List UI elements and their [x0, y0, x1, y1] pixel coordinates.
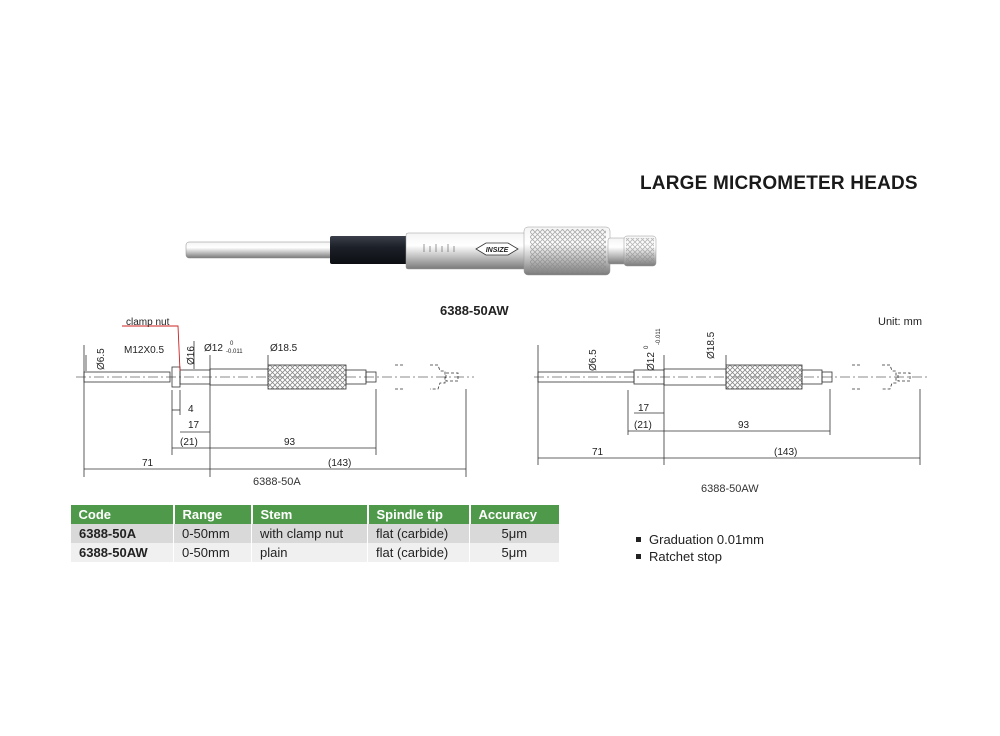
- drawing-a-thread-label: M12X0.5: [124, 345, 164, 356]
- header-accuracy: Accuracy: [468, 505, 559, 524]
- drawing-a-stem-diameter: Ø16: [186, 346, 197, 365]
- drawing-aw-dim-93: 93: [738, 420, 750, 431]
- bullet-icon: [636, 554, 641, 559]
- drawing-a-tol-upper: 0: [230, 341, 234, 347]
- cell-range: 0-50mm: [173, 543, 252, 562]
- drawing-a-dim-71: 71: [142, 458, 154, 469]
- feature-text: Ratchet stop: [649, 549, 722, 564]
- table-row: 6388-50A 0-50mm with clamp nut flat (car…: [70, 524, 559, 543]
- product-model: 6388-50AW: [440, 303, 509, 318]
- unit-label: Unit: mm: [878, 316, 922, 328]
- drawing-6388-50aw: Ø6.5 Ø12 0 -0.011 Ø18.5 17 (21) 93 71 (1…: [534, 328, 930, 465]
- photo-stem: [330, 236, 408, 264]
- drawing-a-sleeve-diameter: Ø12: [204, 343, 223, 354]
- cell-spindle-tip: flat (carbide): [367, 524, 470, 543]
- drawing-aw-tol-upper: 0: [644, 345, 650, 349]
- drawing-aw-sleeve-diameter: Ø12: [646, 352, 657, 371]
- cell-stem: plain: [251, 543, 368, 562]
- drawing-a-dim-4: 4: [188, 404, 194, 415]
- cell-accuracy: 5μm: [469, 543, 559, 562]
- header-stem: Stem: [250, 505, 368, 524]
- header-code: Code: [70, 505, 174, 524]
- micrometer-photo: INSIZE: [185, 226, 657, 276]
- list-item: Ratchet stop: [636, 548, 764, 565]
- drawing-a-thimble-diameter: Ø18.5: [270, 343, 298, 354]
- page-title: LARGE MICROMETER HEADS: [640, 173, 918, 194]
- drawing-6388-50a: clamp nut M12X0.5 Ø6.5 Ø16 Ø12 0 -0.011 …: [76, 317, 474, 477]
- feature-list: Graduation 0.01mm Ratchet stop: [636, 531, 764, 565]
- drawing-a-clamp-nut-label: clamp nut: [126, 317, 170, 328]
- drawing-a-thimble: [267, 364, 347, 390]
- brand-logo: INSIZE: [475, 242, 519, 256]
- drawing-a-tol-lower: -0.011: [226, 349, 243, 355]
- drawing-aw-thimble-diameter: Ø18.5: [706, 331, 717, 359]
- drawing-aw-caption: 6388-50AW: [701, 483, 759, 495]
- list-item: Graduation 0.01mm: [636, 531, 764, 548]
- cell-stem: with clamp nut: [251, 524, 368, 543]
- drawing-aw-dim-17: 17: [638, 403, 650, 414]
- cell-code: 6388-50A: [70, 524, 174, 543]
- brand-text: INSIZE: [486, 247, 509, 254]
- drawing-a-dim-17: 17: [188, 420, 200, 431]
- cell-range: 0-50mm: [173, 524, 252, 543]
- spec-table-header: Code Range Stem Spindle tip Accuracy: [70, 505, 559, 524]
- cell-accuracy: 5μm: [469, 524, 559, 543]
- drawing-a-dim-93: 93: [284, 437, 296, 448]
- drawing-aw-spindle-diameter: Ø6.5: [588, 349, 599, 371]
- drawing-aw-dim-143: (143): [774, 447, 797, 458]
- photo-ratchet: [607, 237, 627, 265]
- drawing-aw-dim-21: (21): [634, 420, 652, 431]
- cell-code: 6388-50AW: [70, 543, 174, 562]
- drawing-a-caption: 6388-50A: [253, 476, 301, 488]
- spec-table: Code Range Stem Spindle tip Accuracy 638…: [70, 505, 559, 562]
- drawing-a-dim-21: (21): [180, 437, 198, 448]
- header-range: Range: [172, 505, 252, 524]
- photo-spindle: [185, 241, 335, 259]
- drawing-a-spindle-diameter: Ø6.5: [96, 348, 107, 370]
- drawing-aw-tol-lower: -0.011: [656, 328, 662, 345]
- drawing-aw-thimble: [725, 364, 803, 390]
- table-row: 6388-50AW 0-50mm plain flat (carbide) 5μ…: [70, 543, 559, 562]
- bullet-icon: [636, 537, 641, 542]
- drawing-aw-dim-71: 71: [592, 447, 604, 458]
- feature-text: Graduation 0.01mm: [649, 532, 764, 547]
- cell-spindle-tip: flat (carbide): [367, 543, 470, 562]
- drawing-a-dim-143: (143): [328, 458, 351, 469]
- header-spindle-tip: Spindle tip: [366, 505, 470, 524]
